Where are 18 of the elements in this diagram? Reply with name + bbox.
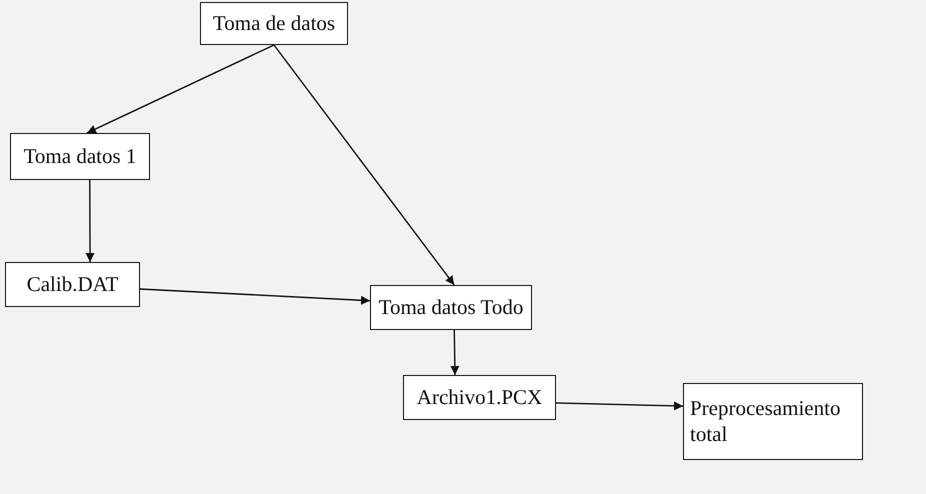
process-box xyxy=(683,383,863,460)
arrow xyxy=(140,288,370,305)
box-label: Toma de datos xyxy=(212,10,336,36)
arrow xyxy=(556,401,684,410)
box-label: Archivo1.PCX xyxy=(416,384,542,410)
box-label: Calib.DAT xyxy=(26,272,118,298)
arrow xyxy=(450,330,460,376)
arrow xyxy=(86,180,95,262)
process-box xyxy=(403,375,556,420)
box-label: Preprocesamiento total xyxy=(690,396,842,447)
arrow xyxy=(86,44,274,134)
box-label: Toma datos 1 xyxy=(24,144,136,170)
box-label: Toma datos Todo xyxy=(378,294,524,320)
process-box xyxy=(200,2,348,45)
process-box xyxy=(5,262,140,307)
process-box xyxy=(10,133,150,180)
arrow xyxy=(273,44,455,286)
process-box xyxy=(370,285,532,330)
